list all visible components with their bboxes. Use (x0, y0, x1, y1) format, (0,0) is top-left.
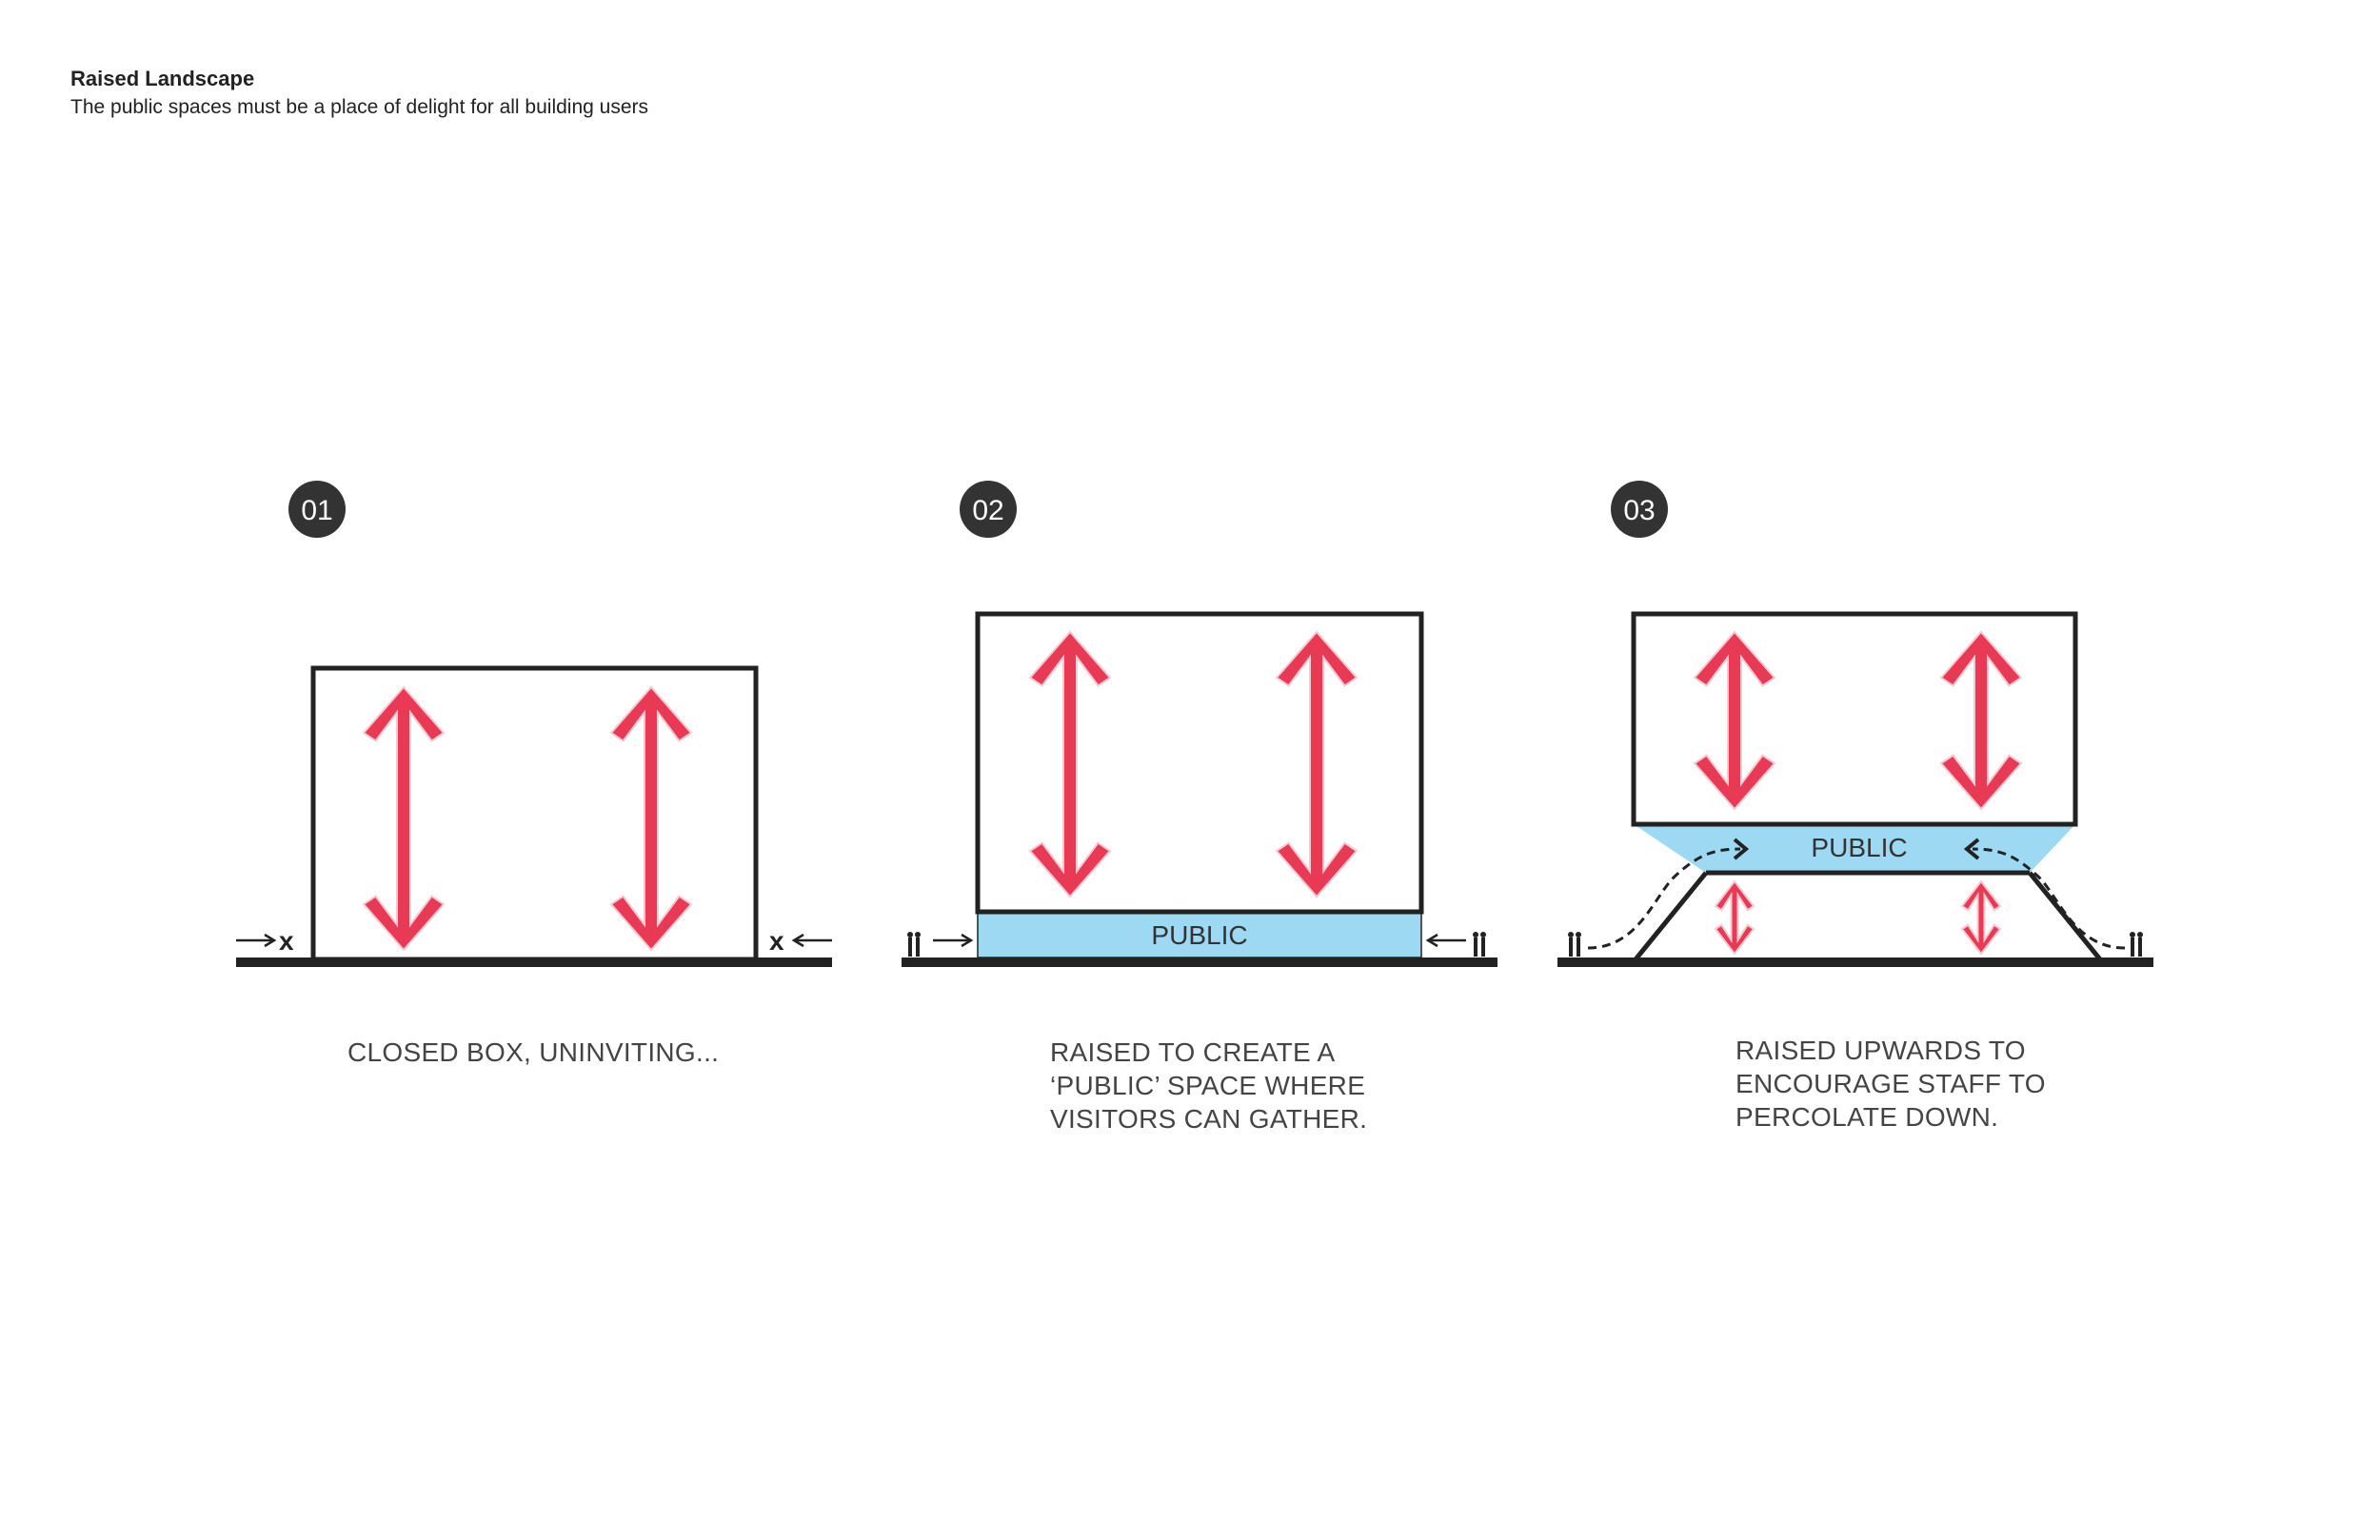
caption-02: RAISED TO CREATE A ‘PUBLIC’ SPACE WHERE … (1050, 1036, 1367, 1135)
dashed-path-left (1587, 847, 1741, 950)
caption-03: RAISED UPWARDS TO ENCOURAGE STAFF TO PER… (1735, 1034, 2046, 1134)
panel-03: 03 PUBLIC (1557, 481, 2153, 967)
panel-01: 01 x x (236, 481, 832, 967)
dashed-path-right (1972, 847, 2126, 950)
ramp-left (1634, 871, 1708, 961)
people-icon (1568, 932, 1581, 957)
small-vertical-arrow-icon (1714, 879, 1755, 956)
public-space (1634, 824, 2075, 873)
step-badge-01 (288, 481, 346, 538)
vertical-arrow-icon (362, 685, 446, 952)
page-subtitle: The public spaces must be a place of del… (70, 96, 649, 118)
entry-arrow-left-icon (1425, 933, 1466, 948)
ground-line (236, 958, 832, 967)
building-box (310, 665, 759, 962)
public-label: PUBLIC (1151, 920, 1247, 950)
step-number-03: 03 (1623, 495, 1655, 526)
caption-line: ‘PUBLIC’ SPACE WHERE (1050, 1071, 1366, 1100)
page-title: Raised Landscape (70, 67, 255, 90)
step-number-01: 01 (301, 495, 332, 526)
step-badge-02 (960, 481, 1017, 538)
caption-line: PERCOLATE DOWN. (1735, 1102, 1999, 1132)
header: Raised Landscape The public spaces must … (70, 65, 648, 122)
people-icon (1473, 932, 1486, 957)
public-label: PUBLIC (1811, 833, 1907, 862)
caption-line: CLOSED BOX, UNINVITING... (347, 1037, 720, 1067)
blocked-entry-left-icon (236, 933, 277, 948)
caption-line: RAISED TO CREATE A (1050, 1037, 1336, 1067)
small-vertical-arrow-icon (1960, 879, 2002, 956)
blocked-mark-left: x (279, 926, 294, 956)
path-arrowhead-left-icon (1963, 838, 1980, 860)
ground-line (1557, 958, 2153, 967)
blocked-mark-right: x (769, 926, 784, 956)
building-box (1631, 611, 2078, 827)
caption-01: CLOSED BOX, UNINVITING... (347, 1036, 719, 1069)
caption-line: VISITORS CAN GATHER. (1050, 1104, 1368, 1134)
public-space (977, 911, 1422, 958)
building-box (975, 611, 1424, 915)
people-icon (2130, 932, 2143, 957)
vertical-arrow-icon (1028, 630, 1112, 898)
ground-line (902, 958, 1497, 967)
vertical-arrow-icon (1275, 630, 1359, 898)
blocked-entry-right-icon (791, 933, 832, 948)
people-icon (907, 932, 921, 957)
step-number-02: 02 (972, 495, 1003, 526)
step-badge-03 (1611, 481, 1668, 538)
vertical-arrow-icon (609, 685, 693, 952)
caption-line: RAISED UPWARDS TO (1735, 1036, 2026, 1065)
path-arrowhead-right-icon (1733, 838, 1750, 860)
panel-02: 02 PUBLIC (902, 481, 1497, 967)
caption-line: ENCOURAGE STAFF TO (1735, 1069, 2046, 1098)
entry-arrow-right-icon (933, 933, 974, 948)
ramp-right (2028, 871, 2102, 961)
vertical-arrow-icon (1693, 630, 1776, 811)
vertical-arrow-icon (1939, 630, 2023, 811)
